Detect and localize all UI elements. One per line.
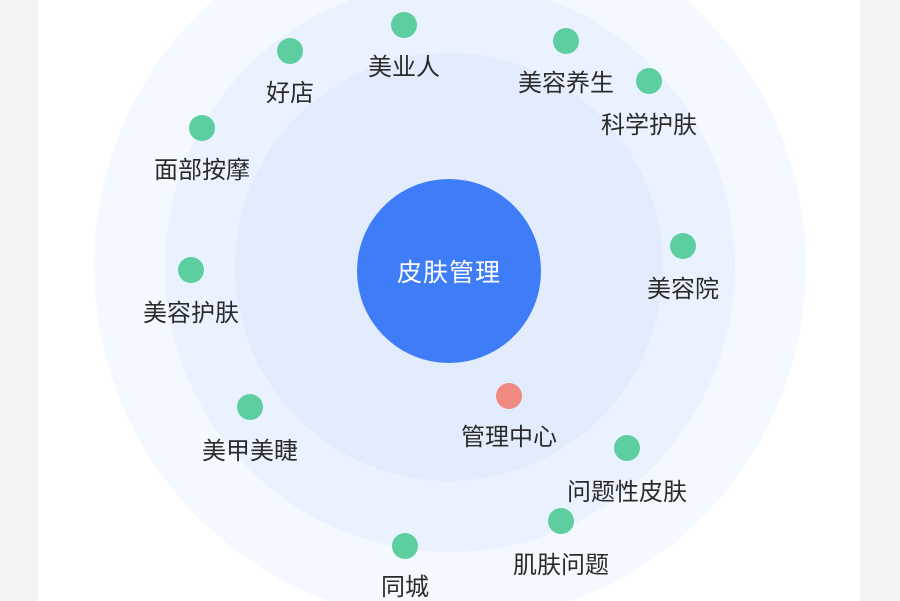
node-dot	[178, 257, 204, 283]
node-dot	[614, 435, 640, 461]
node-dot	[189, 115, 215, 141]
node-label: 面部按摩	[154, 157, 250, 184]
node-label: 美甲美睫	[202, 438, 298, 465]
node-label: 同城	[381, 574, 429, 601]
center-node[interactable]: 皮肤管理	[357, 179, 541, 363]
node-label: 问题性皮肤	[567, 479, 687, 506]
node-label: 肌肤问题	[513, 552, 609, 579]
node-dot	[553, 28, 579, 54]
node-label: 管理中心	[461, 424, 557, 451]
node-label: 科学护肤	[601, 112, 697, 139]
node-dot	[277, 38, 303, 64]
node-dot	[670, 233, 696, 259]
node-label: 美容院	[647, 276, 719, 303]
node-dot	[392, 533, 418, 559]
node-dot	[391, 12, 417, 38]
node-dot	[636, 68, 662, 94]
node-label: 美容养生	[518, 70, 614, 97]
node-label: 美容护肤	[143, 300, 239, 327]
node-label: 美业人	[368, 54, 440, 81]
diagram-panel: 皮肤管理 美业人 好店 美容养生 科学护肤 面部按摩 美容院 美	[38, 0, 860, 601]
node-dot	[548, 508, 574, 534]
node-dot-highlight	[496, 383, 522, 409]
node-dot	[237, 394, 263, 420]
center-node-label: 皮肤管理	[396, 259, 501, 287]
node-label: 好店	[266, 80, 314, 107]
